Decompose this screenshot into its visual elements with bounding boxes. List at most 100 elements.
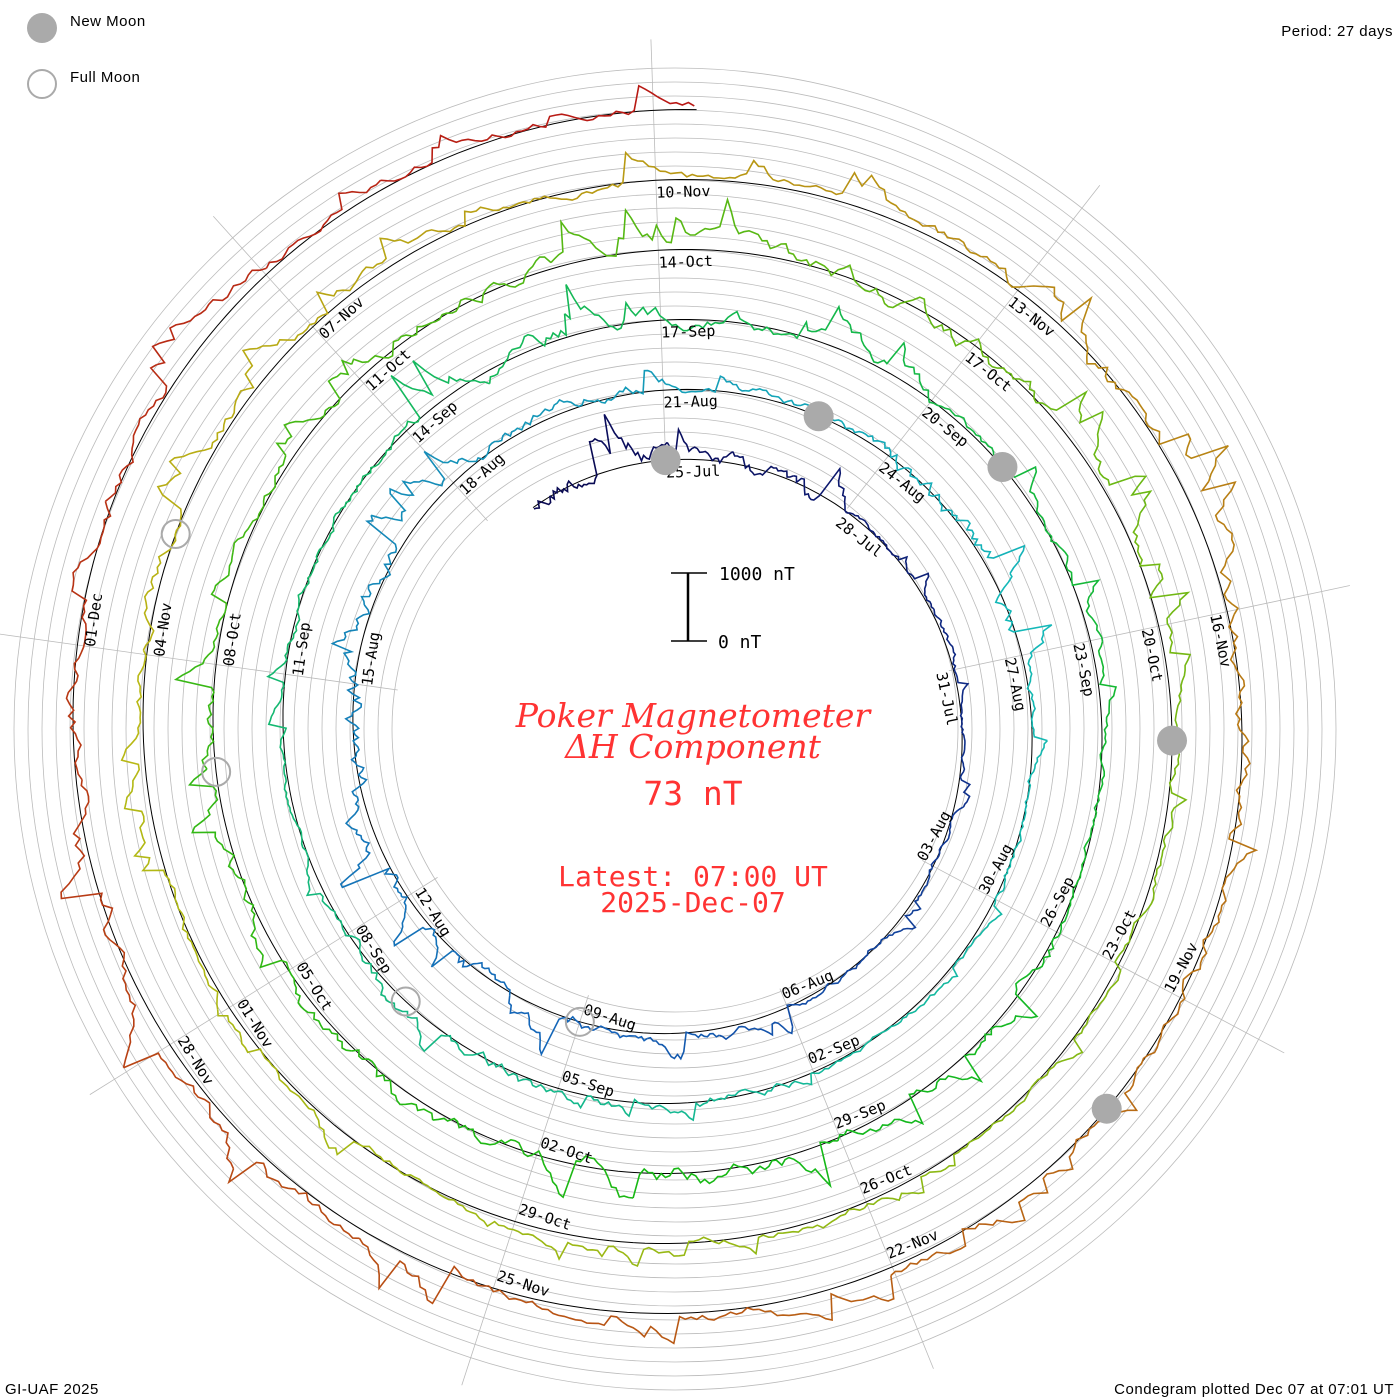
trace-segment xyxy=(432,1117,534,1158)
trace-segment xyxy=(65,641,86,781)
grid-circle xyxy=(321,375,1029,1083)
trace-segment xyxy=(71,501,112,642)
trace-segment xyxy=(472,1051,555,1093)
date-label: 21-Aug xyxy=(663,392,718,412)
trace-segment xyxy=(1097,641,1118,743)
grid-circle xyxy=(251,305,1099,1153)
trace-segment xyxy=(660,196,776,250)
trace-segment xyxy=(305,850,346,933)
trace-segment xyxy=(758,304,861,340)
trace-segment xyxy=(1228,614,1250,748)
trace-segment xyxy=(930,806,964,869)
trace-segment xyxy=(647,1031,720,1061)
grid-circle xyxy=(83,137,1267,1321)
grid-circle xyxy=(363,417,987,1041)
trace-segment xyxy=(1078,410,1153,514)
full-moon-marker xyxy=(160,518,191,549)
trace-segment xyxy=(227,1161,360,1240)
trace-segment xyxy=(360,515,398,605)
trace-segment xyxy=(412,197,535,242)
date-spokes xyxy=(0,39,1351,1386)
trace-segment xyxy=(564,284,665,331)
moon-markers xyxy=(160,401,1188,1124)
trace-segment xyxy=(533,495,552,510)
trace-segment xyxy=(399,1171,509,1230)
trace-segment xyxy=(837,1089,929,1142)
new-moon-marker xyxy=(803,401,834,432)
date-spoke xyxy=(461,995,589,1386)
trace-segment xyxy=(358,1237,490,1305)
date-spoke xyxy=(779,988,934,1369)
trace-segment xyxy=(394,1007,473,1056)
trace-segment xyxy=(621,1306,759,1345)
grid-circle xyxy=(41,95,1309,1363)
grid-circle xyxy=(307,361,1043,1097)
trace-segment xyxy=(275,582,310,671)
trace-segment xyxy=(339,833,403,898)
grid-circle xyxy=(223,277,1127,1181)
trace-segment xyxy=(314,237,414,324)
date-spoke xyxy=(0,633,398,691)
trace-segment xyxy=(349,425,408,501)
trace-segment xyxy=(123,1052,235,1170)
trace-segment xyxy=(287,966,352,1052)
trace-segment xyxy=(1169,627,1192,745)
current-value: 73 nT xyxy=(643,774,742,813)
footer-plot-time: Condegram plotted Dec 07 at 07:01 UT xyxy=(1114,1381,1394,1398)
trace-segment xyxy=(900,867,933,932)
trace-segment xyxy=(598,413,668,463)
trace-segment xyxy=(1114,382,1229,482)
trace-segment xyxy=(514,398,589,432)
trace-segment xyxy=(965,1066,1054,1148)
grid-circles xyxy=(13,67,1337,1391)
trace-segment xyxy=(173,658,215,770)
trace-segment xyxy=(1026,655,1048,742)
new-moon-marker xyxy=(1091,1093,1122,1124)
trace-segment xyxy=(60,779,114,916)
trace-segment xyxy=(1109,1002,1181,1119)
trace-segment xyxy=(859,332,934,404)
trace-segment xyxy=(1114,860,1162,971)
trace-segment xyxy=(1132,513,1191,629)
date-label: 26-Sep xyxy=(1037,874,1078,930)
chart-title: Poker Magnetometer xyxy=(515,696,873,735)
trace-segment xyxy=(1017,1117,1111,1223)
trace-segment xyxy=(187,768,236,875)
date-label: 14-Oct xyxy=(658,252,713,272)
trace-segment xyxy=(627,1236,751,1268)
trace-segment xyxy=(1004,465,1063,550)
trace-segment xyxy=(657,96,695,107)
date-label: 30-Aug xyxy=(975,841,1016,897)
date-label: 25-Jul xyxy=(666,462,721,482)
trace-segment xyxy=(894,555,935,610)
date-label: 20-Oct xyxy=(1138,627,1167,684)
trace-segment xyxy=(234,873,289,969)
legend-full-moon-icon xyxy=(27,69,57,99)
trace-segment xyxy=(878,293,982,347)
grid-circle xyxy=(377,431,973,1027)
trace-segment xyxy=(231,322,316,418)
trace-segment xyxy=(863,1146,967,1209)
full-moon-marker xyxy=(564,1006,595,1037)
trace-segment xyxy=(1005,935,1059,1026)
trace-segment xyxy=(738,1139,838,1189)
grid-circle xyxy=(293,347,1057,1111)
trace-segment xyxy=(885,976,954,1032)
trace-segment xyxy=(788,171,915,221)
trace-segment xyxy=(301,1099,402,1173)
trace-segment xyxy=(994,822,1024,903)
trace-segment xyxy=(532,1149,634,1199)
trace-segment xyxy=(216,1009,303,1101)
legend-new-moon-icon xyxy=(27,13,57,43)
trace-segment xyxy=(1160,744,1188,861)
trace-segment xyxy=(516,84,659,133)
date-label: 10-Nov xyxy=(656,182,711,202)
trace-segment xyxy=(820,414,892,458)
trace-segment xyxy=(104,363,168,503)
trace-segment xyxy=(174,893,219,1010)
trace-segment xyxy=(749,1207,865,1256)
latest-date: 2025-Dec-07 xyxy=(600,886,785,919)
date-label: 22-Nov xyxy=(884,1226,941,1263)
